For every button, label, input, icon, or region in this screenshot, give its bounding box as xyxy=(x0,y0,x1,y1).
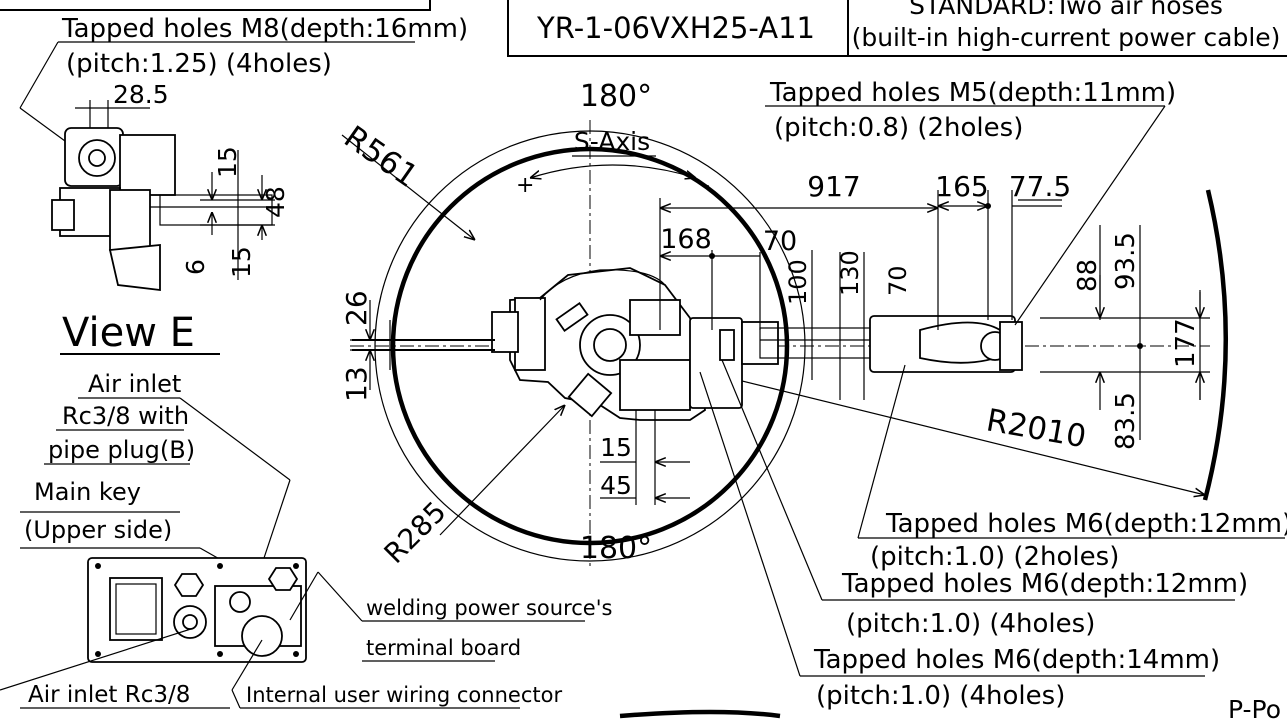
p-point-label: P-Po xyxy=(1228,695,1281,720)
air-inlet-bottom-label: Air inlet Rc3/8 xyxy=(28,682,190,708)
robot-top-view: 180° 180° S-Axis + - R561 R285 R2010 xyxy=(337,79,1228,570)
top-view-dimensions: 917 165 77.5 168 70 100 130 70 88 93.5 1… xyxy=(340,170,1210,505)
dim-83-5: 83.5 xyxy=(1111,392,1141,450)
dim-26: 26 xyxy=(340,290,373,326)
angle-top: 180° xyxy=(580,79,652,114)
r285-label: R285 xyxy=(378,495,453,570)
air-inlet-b-line3: pipe plug(B) xyxy=(48,436,195,464)
dim-130: 130 xyxy=(836,250,864,296)
view-e-drawing: Tapped holes M8(depth:16mm) (pitch:1.25)… xyxy=(19,14,468,292)
dim-70-top: 70 xyxy=(763,226,797,257)
dim-48: 48 xyxy=(261,186,290,218)
s-axis-plus: + xyxy=(516,173,534,198)
dim-100: 100 xyxy=(784,259,812,305)
m5-holes-label: Tapped holes M5(depth:11mm) xyxy=(769,78,1176,108)
callouts-right: Tapped holes M5(depth:11mm) (pitch:0.8) … xyxy=(619,78,1287,720)
main-key-line2: (Upper side) xyxy=(24,516,172,544)
frame-edge xyxy=(0,0,431,11)
dim-168: 168 xyxy=(660,224,712,255)
view-e-tapped-holes-label: Tapped holes M8(depth:16mm) xyxy=(61,14,468,44)
main-key-line1: Main key xyxy=(34,478,141,506)
spec-line-2: (built-in high-current power cable) xyxy=(852,23,1281,52)
m6-12-2-holes-label: Tapped holes M6(depth:12mm) xyxy=(885,509,1287,539)
model-number: YR-1-06VXH25-A11 xyxy=(536,11,815,45)
welding-line1: welding power source's xyxy=(366,596,612,620)
r2010-arc xyxy=(1202,189,1228,501)
s-axis-label: S-Axis xyxy=(574,127,650,156)
dim-15-top: 15 xyxy=(213,146,242,178)
dim-70-v: 70 xyxy=(884,265,912,296)
dim-28-5: 28.5 xyxy=(113,80,169,109)
m6-14-pitch-label: (pitch:1.0) (4holes) xyxy=(816,681,1065,711)
s-axis-minus: - xyxy=(702,173,710,198)
angle-bottom: 180° xyxy=(580,531,652,566)
r561-label: R561 xyxy=(337,119,424,195)
dim-88: 88 xyxy=(1073,259,1103,292)
r2010-label: R2010 xyxy=(984,402,1089,455)
title-block: YR-1-06VXH25-A11 STANDARD:Two air hoses … xyxy=(507,0,1287,57)
view-e-title: View E xyxy=(62,310,195,356)
dim-13: 13 xyxy=(340,366,373,402)
view-e-pitch-label: (pitch:1.25) (4holes) xyxy=(66,49,332,79)
dim-45: 45 xyxy=(600,471,632,500)
spec-line-1: STANDARD:Two air hoses xyxy=(909,0,1223,20)
dim-6: 6 xyxy=(181,259,210,275)
internal-wiring-label: Internal user wiring connector xyxy=(246,683,562,707)
m5-pitch-label: (pitch:0.8) (2holes) xyxy=(774,113,1023,143)
m6-12-4-holes-label: Tapped holes M6(depth:12mm) xyxy=(841,569,1248,599)
m6-12-2-pitch-label: (pitch:1.0) (2holes) xyxy=(870,542,1119,572)
welding-line2: terminal board xyxy=(366,636,521,660)
air-inlet-b-line1: Air inlet xyxy=(88,370,181,398)
dim-93-5: 93.5 xyxy=(1111,232,1141,290)
m6-14-holes-label: Tapped holes M6(depth:14mm) xyxy=(813,645,1220,675)
dim-917: 917 xyxy=(807,170,860,203)
air-inlet-b-line2: Rc3/8 with xyxy=(62,402,189,430)
dim-165: 165 xyxy=(935,170,988,203)
dim-15-center: 15 xyxy=(600,433,632,462)
dim-77-5: 77.5 xyxy=(1009,170,1071,203)
m6-12-4-pitch-label: (pitch:1.0) (4holes) xyxy=(846,609,1095,639)
dim-177: 177 xyxy=(1171,318,1201,368)
callouts-left: Air inlet Rc3/8 with pipe plug(B) Main k… xyxy=(0,370,612,709)
dim-15-bottom: 15 xyxy=(227,246,256,278)
